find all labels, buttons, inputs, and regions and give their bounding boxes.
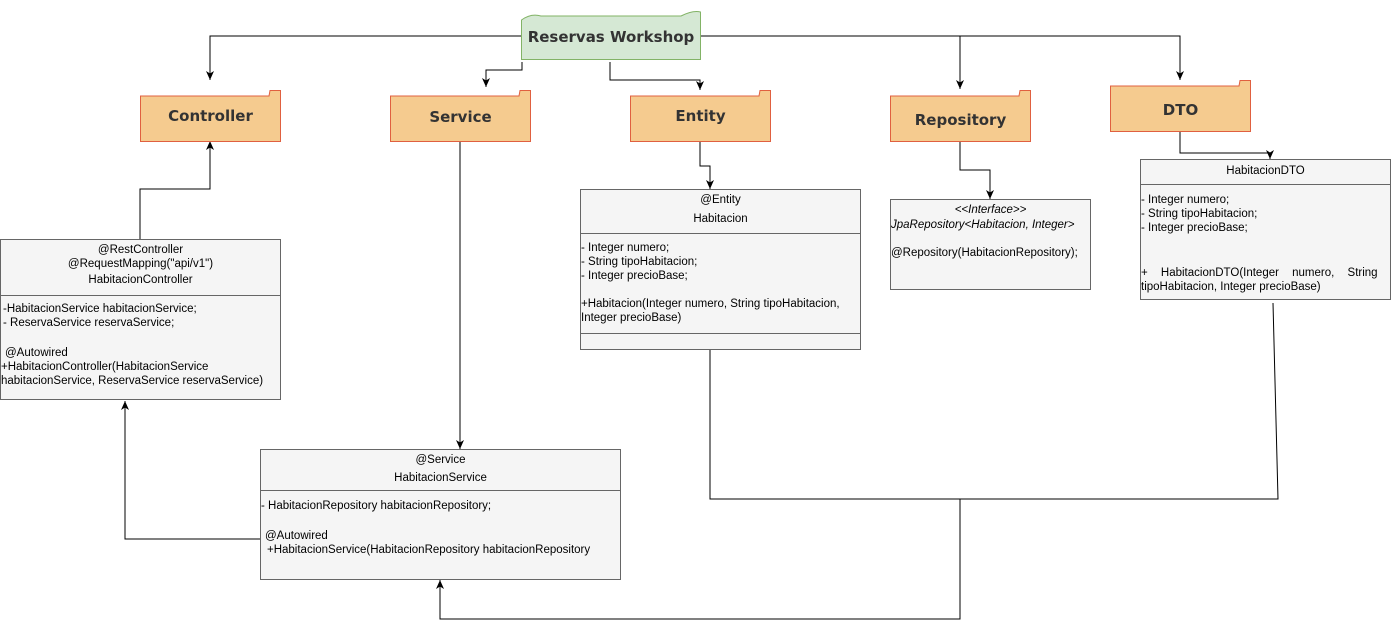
- class-name: JpaRepository<Habitacion, Integer>: [891, 219, 1075, 231]
- constructor: + HabitacionDTO(Integer numero, String t…: [1141, 266, 1390, 294]
- class-name: Habitacion: [693, 213, 748, 225]
- attribute: - ReservaService reservaService;: [3, 317, 175, 329]
- class-body: - Integer numero; - String tipoHabitacio…: [1141, 184, 1390, 294]
- folder-icon: [140, 90, 281, 142]
- edge-repository-repositoryclass: [959, 142, 994, 199]
- package-repository[interactable]: Repository: [890, 90, 1031, 142]
- package-service-label: Service: [429, 108, 492, 126]
- annotation: @Repository(HabitacionRepository);: [891, 247, 1078, 259]
- folder-icon: [890, 90, 1031, 142]
- constructor: +HabitacionService(HabitacionRepository …: [267, 544, 591, 556]
- class-body: - HabitacionRepository habitacionReposit…: [261, 490, 620, 557]
- class-header: @RestController @RequestMapping("api/v1"…: [1, 240, 280, 295]
- class-habitacion-controller[interactable]: @RestController @RequestMapping("api/v1"…: [0, 239, 281, 400]
- class-header: @Entity Habitacion: [581, 190, 860, 233]
- class-name: HabitacionDTO: [1226, 165, 1305, 177]
- attribute: - Integer precioBase;: [1141, 222, 1248, 234]
- class-header: HabitacionDTO: [1141, 160, 1390, 184]
- constructor: Integer precioBase): [581, 312, 682, 324]
- class-jpa-repository[interactable]: <<Interface>> JpaRepository<Habitacion, …: [890, 199, 1091, 290]
- edge-serviceclass-controllerclass: [121, 401, 260, 540]
- folder-icon: [1110, 80, 1251, 132]
- root-node[interactable]: Reservas Workshop: [521, 10, 701, 60]
- class-methods: [581, 333, 860, 350]
- package-controller[interactable]: Controller: [140, 90, 281, 142]
- edge-merge-serviceclass: [436, 499, 961, 620]
- class-body: - Integer numero; - String tipoHabitacio…: [581, 233, 860, 333]
- attribute: - Integer precioBase;: [581, 270, 688, 282]
- attribute: -HabitacionService habitacionService;: [3, 303, 197, 315]
- package-service[interactable]: Service: [390, 90, 531, 142]
- root-label: Reservas Workshop: [527, 28, 695, 46]
- constructor-line: + HabitacionDTO(Integer numero, String: [1141, 266, 1390, 280]
- attribute: - String tipoHabitacion;: [581, 256, 698, 268]
- root-shape: [521, 11, 701, 60]
- class-header: @Service HabitacionService: [261, 450, 620, 490]
- constructor: habitacionService, ReservaService reserv…: [1, 375, 264, 387]
- edge-entity-entityclass: [699, 142, 714, 189]
- constructor-text: + HabitacionDTO(Integer numero, String: [1141, 267, 1378, 279]
- edge-root-controller: [206, 35, 521, 80]
- class-habitacion-service[interactable]: @Service HabitacionService - HabitacionR…: [260, 449, 621, 580]
- annotation: @RestController: [97, 244, 184, 256]
- method-annotation: @Autowired: [265, 530, 328, 542]
- annotation: @Service: [415, 454, 466, 466]
- stereotype: <<Interface>>: [954, 204, 1027, 216]
- attribute: - Integer numero;: [581, 242, 670, 254]
- annotation: @RequestMapping("api/v1"): [67, 258, 214, 270]
- class-name: HabitacionService: [394, 472, 487, 484]
- package-entity[interactable]: Entity: [630, 90, 771, 142]
- class-body: -HabitacionService habitacionService; - …: [1, 295, 280, 399]
- package-controller-label: Controller: [168, 107, 253, 125]
- folder-icon: [390, 90, 531, 142]
- attribute: - String tipoHabitacion;: [1141, 208, 1258, 220]
- edge-controllerclass-controller: [139, 141, 214, 239]
- constructor: +Habitacion(Integer numero, String tipoH…: [581, 298, 840, 310]
- folder-icon: [630, 90, 771, 142]
- edge-entity-dto-merge: [709, 302, 1279, 500]
- edge-root-entity: [609, 62, 704, 90]
- method-annotation: @Autowired: [5, 347, 68, 359]
- class-habitacion-dto[interactable]: HabitacionDTO - Integer numero; - String…: [1140, 159, 1391, 300]
- annotation: @Entity: [700, 194, 741, 206]
- edge-root-repository: [700, 35, 964, 89]
- attribute: - HabitacionRepository habitacionReposit…: [261, 500, 492, 512]
- package-repository-label: Repository: [914, 111, 1007, 129]
- edge-dto-dtoclass: [1179, 132, 1274, 159]
- class-habitacion[interactable]: @Entity Habitacion - Integer numero; - S…: [580, 189, 861, 350]
- package-dto[interactable]: DTO: [1110, 80, 1251, 132]
- class-name: HabitacionController: [88, 274, 193, 286]
- attribute: - Integer numero;: [1141, 194, 1230, 206]
- package-entity-label: Entity: [675, 107, 726, 125]
- constructor-text: tipoHabitacion, Integer precioBase): [1141, 281, 1321, 293]
- package-dto-label: DTO: [1162, 101, 1199, 119]
- edge-root-dto: [700, 35, 1184, 80]
- edge-root-service: [482, 62, 523, 87]
- constructor: +HabitacionController(HabitacionService: [1, 361, 209, 373]
